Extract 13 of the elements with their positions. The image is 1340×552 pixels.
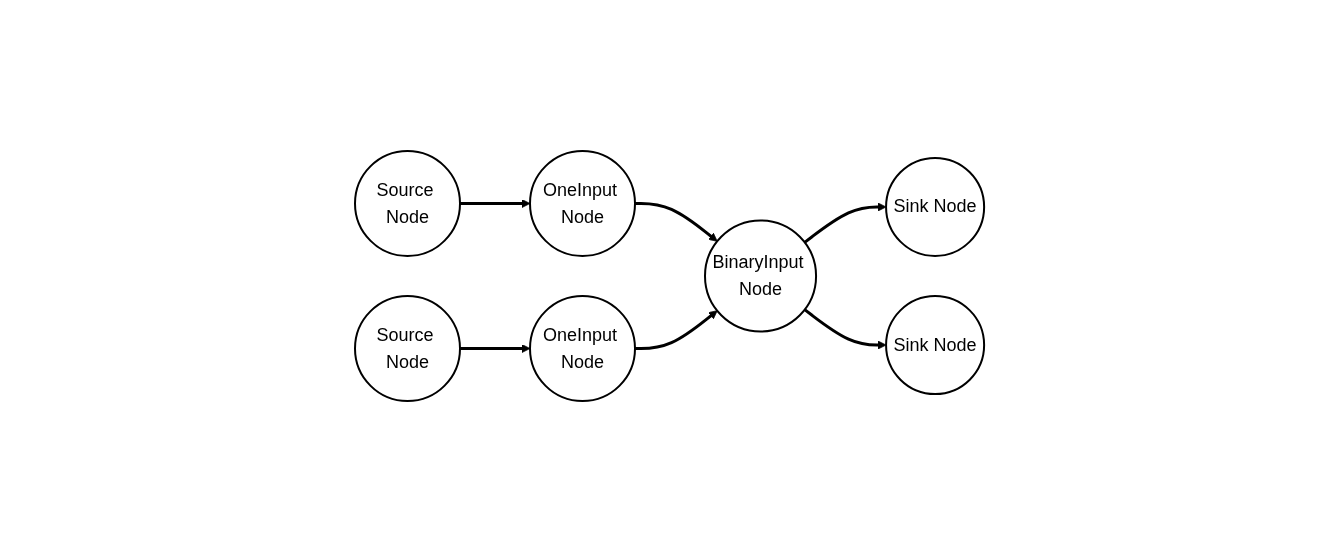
arrow xyxy=(804,202,887,244)
node-circle: OneInput Node xyxy=(529,295,637,402)
arrow xyxy=(460,199,531,208)
node-circle: Source Node xyxy=(354,295,462,402)
arrow xyxy=(460,344,531,353)
node-circle: BinaryInput Node xyxy=(704,219,818,333)
arrow xyxy=(635,202,718,242)
node-circle: Source Node xyxy=(354,150,462,257)
arrow xyxy=(635,310,718,350)
arrow xyxy=(804,308,887,350)
node-circle: Sink Node xyxy=(885,156,986,257)
node-circle: OneInput Node xyxy=(529,150,637,257)
node-circle: Sink Node xyxy=(885,295,986,396)
